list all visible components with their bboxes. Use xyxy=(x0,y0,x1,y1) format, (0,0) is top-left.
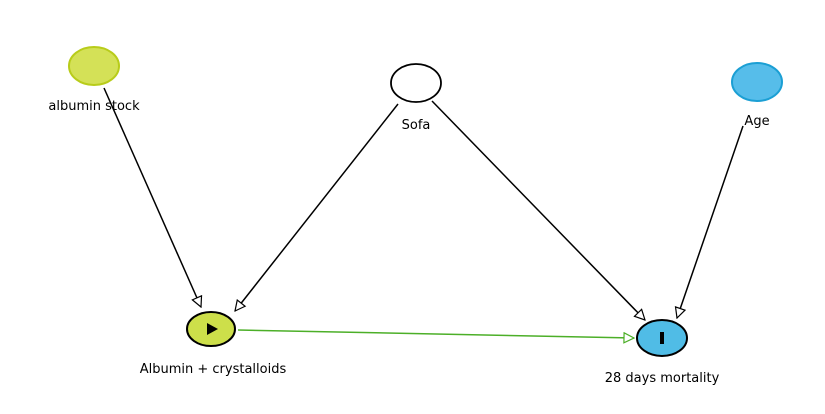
edge-albumin-stock-to-albumin-crystalloids[interactable] xyxy=(103,87,201,307)
bar-icon xyxy=(660,332,664,344)
node-albumin-stock-shape[interactable] xyxy=(68,46,120,86)
edges-layer xyxy=(103,87,744,338)
node-age-shape[interactable] xyxy=(731,62,783,102)
nodes-layer: albumin stock Sofa Age Albumin + crystal… xyxy=(48,46,783,386)
play-icon xyxy=(207,323,218,335)
node-age-label: Age xyxy=(744,114,769,129)
node-albumin-crystalloids[interactable]: Albumin + crystalloids xyxy=(140,311,287,377)
node-albumin-crystalloids-label: Albumin + crystalloids xyxy=(140,362,287,377)
node-28-days-mortality[interactable]: 28 days mortality xyxy=(605,319,720,386)
edge-albumin-crystalloids-to-mortality-28[interactable] xyxy=(237,329,634,338)
edge-sofa-to-albumin-crystalloids[interactable] xyxy=(235,103,399,311)
node-albumin-stock-label: albumin stock xyxy=(48,99,140,114)
edge-age-to-mortality-28[interactable] xyxy=(677,125,744,318)
node-sofa-label: Sofa xyxy=(402,118,431,133)
node-age[interactable]: Age xyxy=(731,62,783,129)
node-28-days-mortality-label: 28 days mortality xyxy=(605,371,720,386)
node-sofa[interactable]: Sofa xyxy=(390,63,442,133)
node-sofa-shape[interactable] xyxy=(390,63,442,103)
edge-sofa-to-mortality-28[interactable] xyxy=(431,100,645,320)
node-albumin-stock[interactable]: albumin stock xyxy=(48,46,140,114)
